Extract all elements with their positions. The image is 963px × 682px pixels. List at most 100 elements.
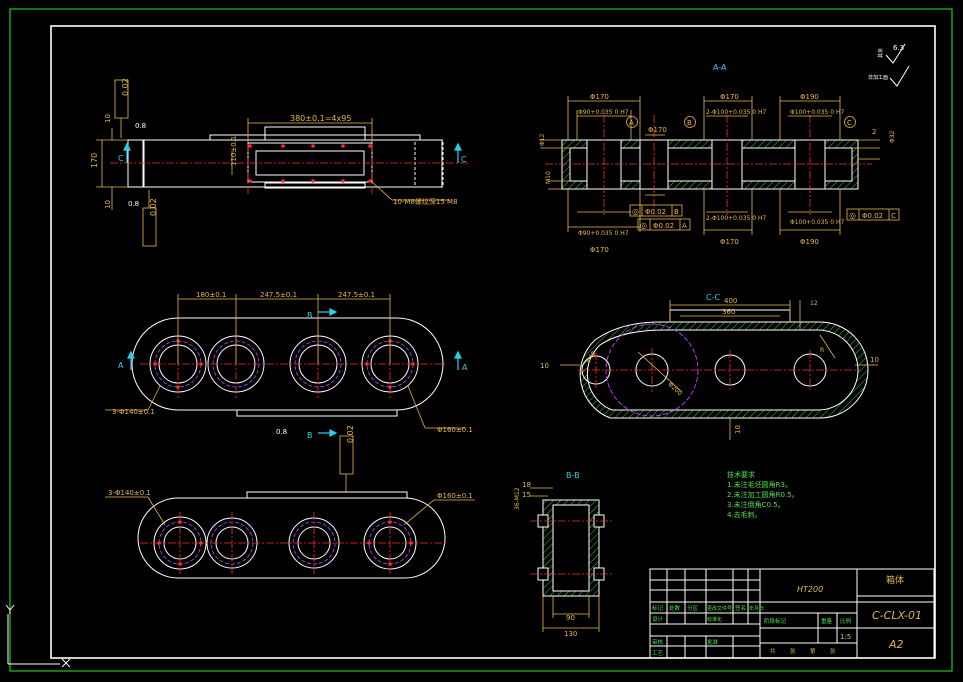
bottom-view [137, 491, 446, 579]
aa-dim-r-left: Φ12 [539, 133, 546, 146]
front-rough-bottom: 0.8 [128, 200, 139, 208]
svg-text:B: B [674, 208, 679, 216]
bb-dimlines [530, 487, 600, 632]
aa-centerlines [545, 115, 872, 215]
sheet-inner-frame [50, 25, 936, 659]
svg-text:◎: ◎ [640, 221, 647, 230]
front-holes-note: 10-M8螺纹深15 M8 [393, 197, 458, 206]
aa-title: A-A [713, 63, 727, 72]
tb-label-count: 处数 [669, 604, 681, 612]
bb-dim-15: 15 [522, 491, 531, 499]
tb-part-name: 箱体 [886, 574, 904, 586]
aa-dim-phi90-top: Φ90+0.035 0 H7 [578, 109, 629, 116]
front-rough-top: 0.8 [135, 122, 146, 130]
tb-label-sign: 签名 [735, 604, 746, 612]
aa-dim-phi170-mid: Φ170 [648, 126, 667, 134]
surface-roughness-value: 6.3 [893, 44, 904, 52]
front-dim-span: 380±0.1=4x95 [290, 114, 351, 123]
front-view-dimlines [96, 79, 450, 247]
front-view-holes [248, 144, 372, 183]
aa-dim-phi90-bottom: Φ90+0.035 0 H7 [578, 230, 629, 237]
aa-dim-phi170-top: Φ170 [590, 93, 609, 101]
bottom-flatness: 0.02 [346, 425, 355, 443]
front-dim-inner: 110±0.1 [230, 136, 238, 166]
tb-label-change: 更改文件号 [707, 605, 732, 612]
tb-label-sheets1: 张 [790, 647, 796, 655]
sheet-outer-border [9, 8, 953, 672]
front-view [127, 126, 444, 189]
tb-label-stage: 阶段标记 [764, 617, 787, 625]
svg-text:Φ0.02: Φ0.02 [862, 212, 883, 220]
ucs-axis-icon [5, 604, 71, 668]
top-dim-d2: 247.5±0.1 [260, 291, 297, 299]
svg-text:◎: ◎ [632, 207, 639, 216]
aa-dim-phi170-bottom2: Φ170 [720, 238, 739, 246]
top-view-centerlines [140, 330, 445, 398]
bb-section [537, 499, 605, 597]
aa-tolerance-c: ◎ Φ0.02 C [849, 211, 896, 220]
svg-text:C: C [891, 212, 896, 220]
front-section-c-left: C [118, 154, 124, 163]
tb-label-design: 设计 [652, 615, 664, 623]
tb-label-zone: 分区 [687, 604, 699, 612]
aa-dim-phi190-bottom: Φ190 [800, 238, 819, 246]
top-rough: 0.8 [276, 428, 287, 436]
top-section-b-top: B [307, 311, 313, 320]
tb-material: HT200 [797, 585, 823, 594]
front-view-section-c [123, 142, 462, 163]
aa-dim-phi100b-top: Φ100+0.035 0 H7 [790, 109, 845, 116]
cc-dimlines [560, 300, 878, 440]
tb-label-process: 工艺 [652, 650, 664, 657]
top-section-a-right: A [462, 363, 468, 372]
tb-scale: 1:5 [840, 633, 851, 641]
notes-item-4: 4.去毛刺。 [727, 510, 762, 519]
tb-label-sheets2: 张 [830, 647, 836, 655]
cc-centerlines [578, 348, 860, 392]
surface-roughness-label1: 其余 [877, 48, 884, 58]
top-dim-d1: 180±0.1 [196, 291, 226, 299]
notes-title: 技术要求 [727, 470, 755, 479]
svg-text:◎: ◎ [849, 211, 856, 220]
svg-text:Φ0.02: Φ0.02 [645, 208, 666, 216]
aa-tolerance-a: ◎ Φ0.02 A [640, 221, 687, 230]
aa-datum-b: B [687, 119, 692, 127]
top-dim-holes: 3-Φ140±0.1 [112, 408, 155, 416]
aa-section [561, 139, 859, 190]
aa-datum-a: A [629, 119, 634, 127]
bottom-dim-big: Φ160±0.1 [437, 492, 473, 500]
front-section-c-right: C [461, 155, 467, 164]
cc-dim-12: 12 [810, 300, 818, 307]
surface-roughness-note [885, 43, 910, 87]
cc-title: C-C [706, 293, 720, 302]
bottom-view-bolts [157, 520, 413, 566]
tb-label-total: 共 [770, 647, 776, 655]
tb-drawing-no: C-CLX-01 [872, 609, 922, 622]
top-section-b-bottom: B [307, 431, 313, 440]
bottom-view-centerlines [140, 512, 448, 574]
top-view-dimlines [105, 294, 465, 429]
aa-dimlines [540, 96, 900, 235]
tb-label-standard: 标准化 [707, 616, 722, 623]
aa-dim-2: 2 [872, 128, 876, 136]
top-dim-d3: 247.5±0.1 [338, 291, 375, 299]
notes-item-1: 1.未注毛坯圆角R3。 [727, 480, 792, 489]
aa-datum-c: C [847, 119, 852, 127]
aa-dim-phi170-top2: Φ170 [720, 93, 739, 101]
aa-dim-phi170-bottom: Φ170 [590, 246, 609, 254]
bb-dim-18: 18 [522, 481, 531, 489]
notes-item-3: 3.未注倒角C0.5。 [727, 500, 785, 509]
tb-label-scale: 比例 [840, 617, 852, 625]
top-view [131, 317, 444, 417]
aa-dim-phi100b-bottom: Φ100+0.035 0 H7 [790, 219, 845, 226]
front-dim-gap-top: 10 [104, 114, 112, 123]
tb-label-weight: 重量 [821, 617, 833, 625]
cc-dim-r: R [820, 347, 824, 354]
bb-dim-130: 130 [564, 630, 577, 638]
cc-dim-t10c: 10 [734, 425, 742, 434]
tb-sheet-size: A2 [888, 638, 904, 651]
tb-label-mark: 标记 [652, 604, 664, 612]
aa-dim-phi100-top: 2-Φ100+0.035 0 H7 [706, 109, 767, 116]
bottom-view-dimlines [105, 435, 475, 526]
tb-label-approve: 批准 [707, 638, 719, 646]
